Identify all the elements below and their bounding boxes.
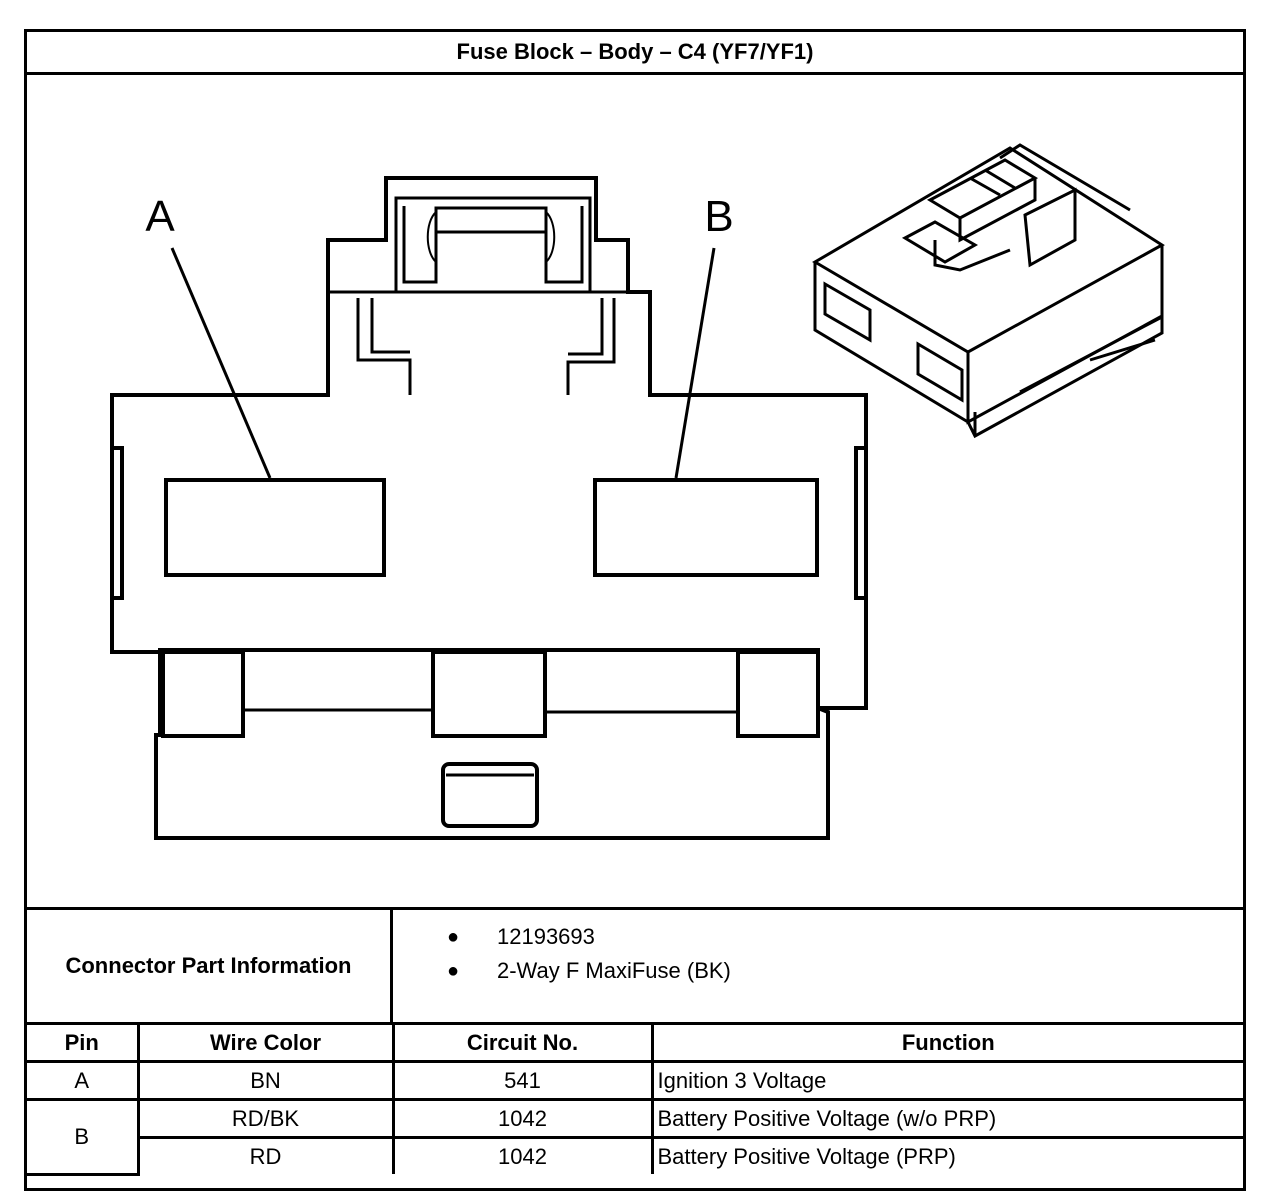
function-cell: Battery Positive Voltage (w/o PRP) <box>650 1098 1243 1139</box>
table-header-row: Pin Wire Color Circuit No. Function <box>27 1025 1243 1063</box>
cavity-b <box>593 478 819 577</box>
bullet-icon: ● <box>447 959 460 982</box>
function-cell: Battery Positive Voltage (PRP) <box>650 1136 1243 1174</box>
connector-info-list: ● 12193693 ● 2-Way F MaxiFuse (BK) <box>393 910 1243 1022</box>
table-row: A BN 541 Ignition 3 Voltage <box>27 1060 1243 1101</box>
header-pin: Pin <box>27 1025 140 1063</box>
pin-a-leader-line <box>170 247 272 479</box>
cavity-a <box>164 478 386 577</box>
connector-drawing: A B <box>27 75 1243 907</box>
circuit-cell: 1042 <box>391 1098 654 1139</box>
part-description: 2-Way F MaxiFuse (BK) <box>497 958 731 983</box>
pin-cell: A <box>27 1060 140 1101</box>
connector-illustration: A B <box>110 143 1165 840</box>
connector-sheet: Fuse Block – Body – C4 (YF7/YF1) <box>24 29 1246 1191</box>
list-item: ● 12193693 <box>447 920 1243 954</box>
pin-b-leader-line <box>674 247 716 479</box>
connector-face-view <box>110 176 868 840</box>
pin-cell: B <box>27 1098 140 1176</box>
pin-label-a: A <box>145 192 175 241</box>
circuit-cell: 541 <box>391 1060 654 1101</box>
part-number: 12193693 <box>497 924 595 949</box>
function-cell: Ignition 3 Voltage <box>650 1060 1243 1101</box>
header-wire-color: Wire Color <box>136 1025 395 1063</box>
page-title: Fuse Block – Body – C4 (YF7/YF1) <box>27 32 1243 75</box>
connector-info-row: Connector Part Information ● 12193693 ● … <box>27 907 1243 1025</box>
bullet-icon: ● <box>447 925 460 948</box>
connector-info-label: Connector Part Information <box>27 910 393 1022</box>
header-function: Function <box>650 1025 1243 1063</box>
header-circuit-no: Circuit No. <box>391 1025 654 1063</box>
table-row: RD 1042 Battery Positive Voltage (PRP) <box>27 1136 1243 1174</box>
circuit-cell: 1042 <box>391 1136 654 1174</box>
list-item: ● 2-Way F MaxiFuse (BK) <box>447 954 1243 988</box>
wire-color-cell: RD <box>138 1136 395 1174</box>
wire-color-cell: BN <box>136 1060 395 1101</box>
connector-isometric-view <box>812 143 1165 439</box>
pin-label-b: B <box>704 192 733 241</box>
pin-table: Pin Wire Color Circuit No. Function A BN… <box>27 1025 1243 1176</box>
table-row: B RD/BK 1042 Battery Positive Voltage (w… <box>27 1098 1243 1176</box>
wire-color-cell: RD/BK <box>136 1098 395 1139</box>
